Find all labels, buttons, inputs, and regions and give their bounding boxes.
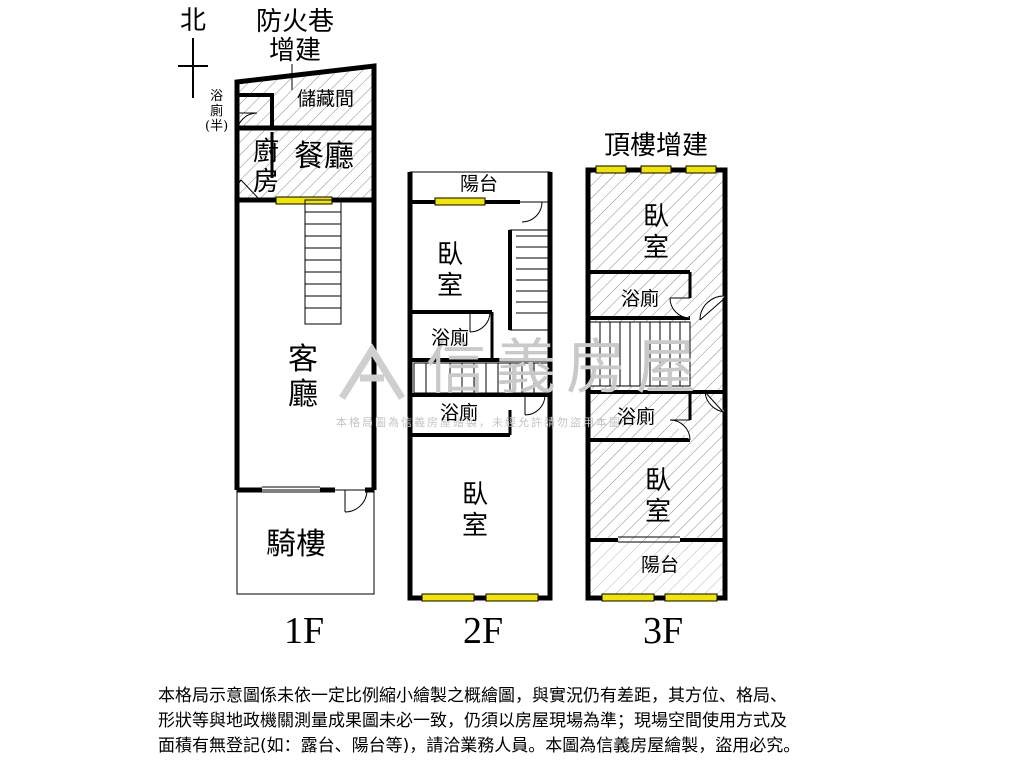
wall-2f-outer	[407, 172, 553, 601]
stairs-2f-vertical	[508, 229, 549, 331]
door-1f-front	[344, 489, 368, 513]
window-3f-roof-1	[595, 165, 627, 174]
room-2f-bath-lower: 浴廁	[440, 402, 479, 424]
room-half-bath: 浴 廁 (半)	[205, 89, 229, 134]
room-3f-balcony: 陽台	[641, 554, 680, 576]
room-dining: 餐廳	[294, 139, 354, 174]
room-2f-bath-upper: 浴廁	[431, 327, 470, 349]
sliding-door-1f	[262, 486, 320, 493]
sliding-door-3f	[618, 536, 680, 543]
room-living: 客 廳	[288, 342, 318, 412]
north-label: 北	[180, 6, 207, 36]
disclaimer: 本格局示意圖係未依一定比例縮小繪製之概繪圖，與實況仍有差距，其方位、格局、 形狀…	[158, 684, 878, 759]
stairs-1f	[304, 199, 374, 325]
room-3f-bath-upper: 浴廁	[621, 288, 660, 310]
disclaimer-line: 本格局示意圖係未依一定比例縮小繪製之概繪圖，與實況仍有差距，其方位、格局、	[158, 686, 787, 706]
window-2f-balcony	[434, 197, 486, 206]
wall-1f-outer	[234, 63, 377, 490]
watermark: 信義房屋 本格局圖為信義房屋繪製，未經允許請勿盜用本圖片	[336, 333, 768, 430]
north-arrow	[178, 38, 208, 98]
roof-extension-label: 頂樓增建	[604, 131, 709, 161]
door-1f-kitchen	[235, 179, 261, 201]
watermark-subtext: 本格局圖為信義房屋繪製，未經允許請勿盜用本圖片	[336, 416, 635, 429]
door-2f-bath-upper	[469, 311, 491, 333]
watermark-logo-icon	[339, 343, 405, 400]
window-3f-front-right	[664, 593, 718, 602]
door-1f-bath	[236, 112, 258, 134]
floor-2f	[407, 171, 553, 602]
door-2f-bath-lower	[524, 394, 546, 416]
disclaimer-line: 面積有無登記(如：露台、陽台等)，請洽業務人員。本圖為信義房屋繪製，盜用必究。	[158, 736, 801, 756]
stairs-3f	[589, 321, 691, 387]
balcony-3f-hatch	[588, 540, 725, 598]
wall-1f-storage	[237, 93, 274, 128]
door-3f-right-upper	[699, 295, 726, 321]
room-3f-bedroom-north: 臥 室	[643, 202, 670, 264]
disclaimer-line: 形狀等與地政機關測量成果圖未必一致，仍須以房屋現場為準；現場空間使用方式及	[158, 711, 787, 731]
room-arcade: 騎樓	[266, 527, 326, 562]
room-3f-bedroom-south: 臥 室	[645, 466, 672, 528]
floor-3f	[585, 165, 728, 602]
window-3f-roof-2	[640, 165, 672, 174]
floor-label-3f: 3F	[643, 610, 684, 652]
room-2f-bedroom-south: 臥 室	[462, 480, 489, 542]
room-2f-bedroom-north: 臥 室	[437, 240, 464, 302]
window-2f-front-left	[421, 593, 475, 602]
fire-lane-label: 防火巷 增建	[256, 7, 335, 67]
window-3f-front-left	[601, 593, 655, 602]
door-2f-balcony	[521, 201, 543, 223]
room-3f-bath-lower: 浴廁	[617, 406, 656, 428]
watermark-brand: 信義房屋	[426, 333, 706, 403]
arcade-outline	[236, 489, 375, 595]
room-storage: 儲藏間	[297, 88, 355, 110]
floor-1f	[234, 63, 377, 595]
room-2f-balcony: 陽台	[460, 173, 499, 195]
floor-label-1f: 1F	[284, 610, 325, 652]
door-3f-bath-lower	[669, 419, 691, 441]
window-2f-front-right	[485, 593, 539, 602]
floor-label-2f: 2F	[463, 610, 504, 652]
stairs-2f-horizontal	[413, 362, 549, 394]
room-kitchen: 廚 房	[253, 137, 280, 197]
door-3f-right-lower	[704, 391, 726, 415]
window-3f-roof-3	[685, 165, 717, 174]
door-3f-bath-upper	[669, 297, 691, 319]
